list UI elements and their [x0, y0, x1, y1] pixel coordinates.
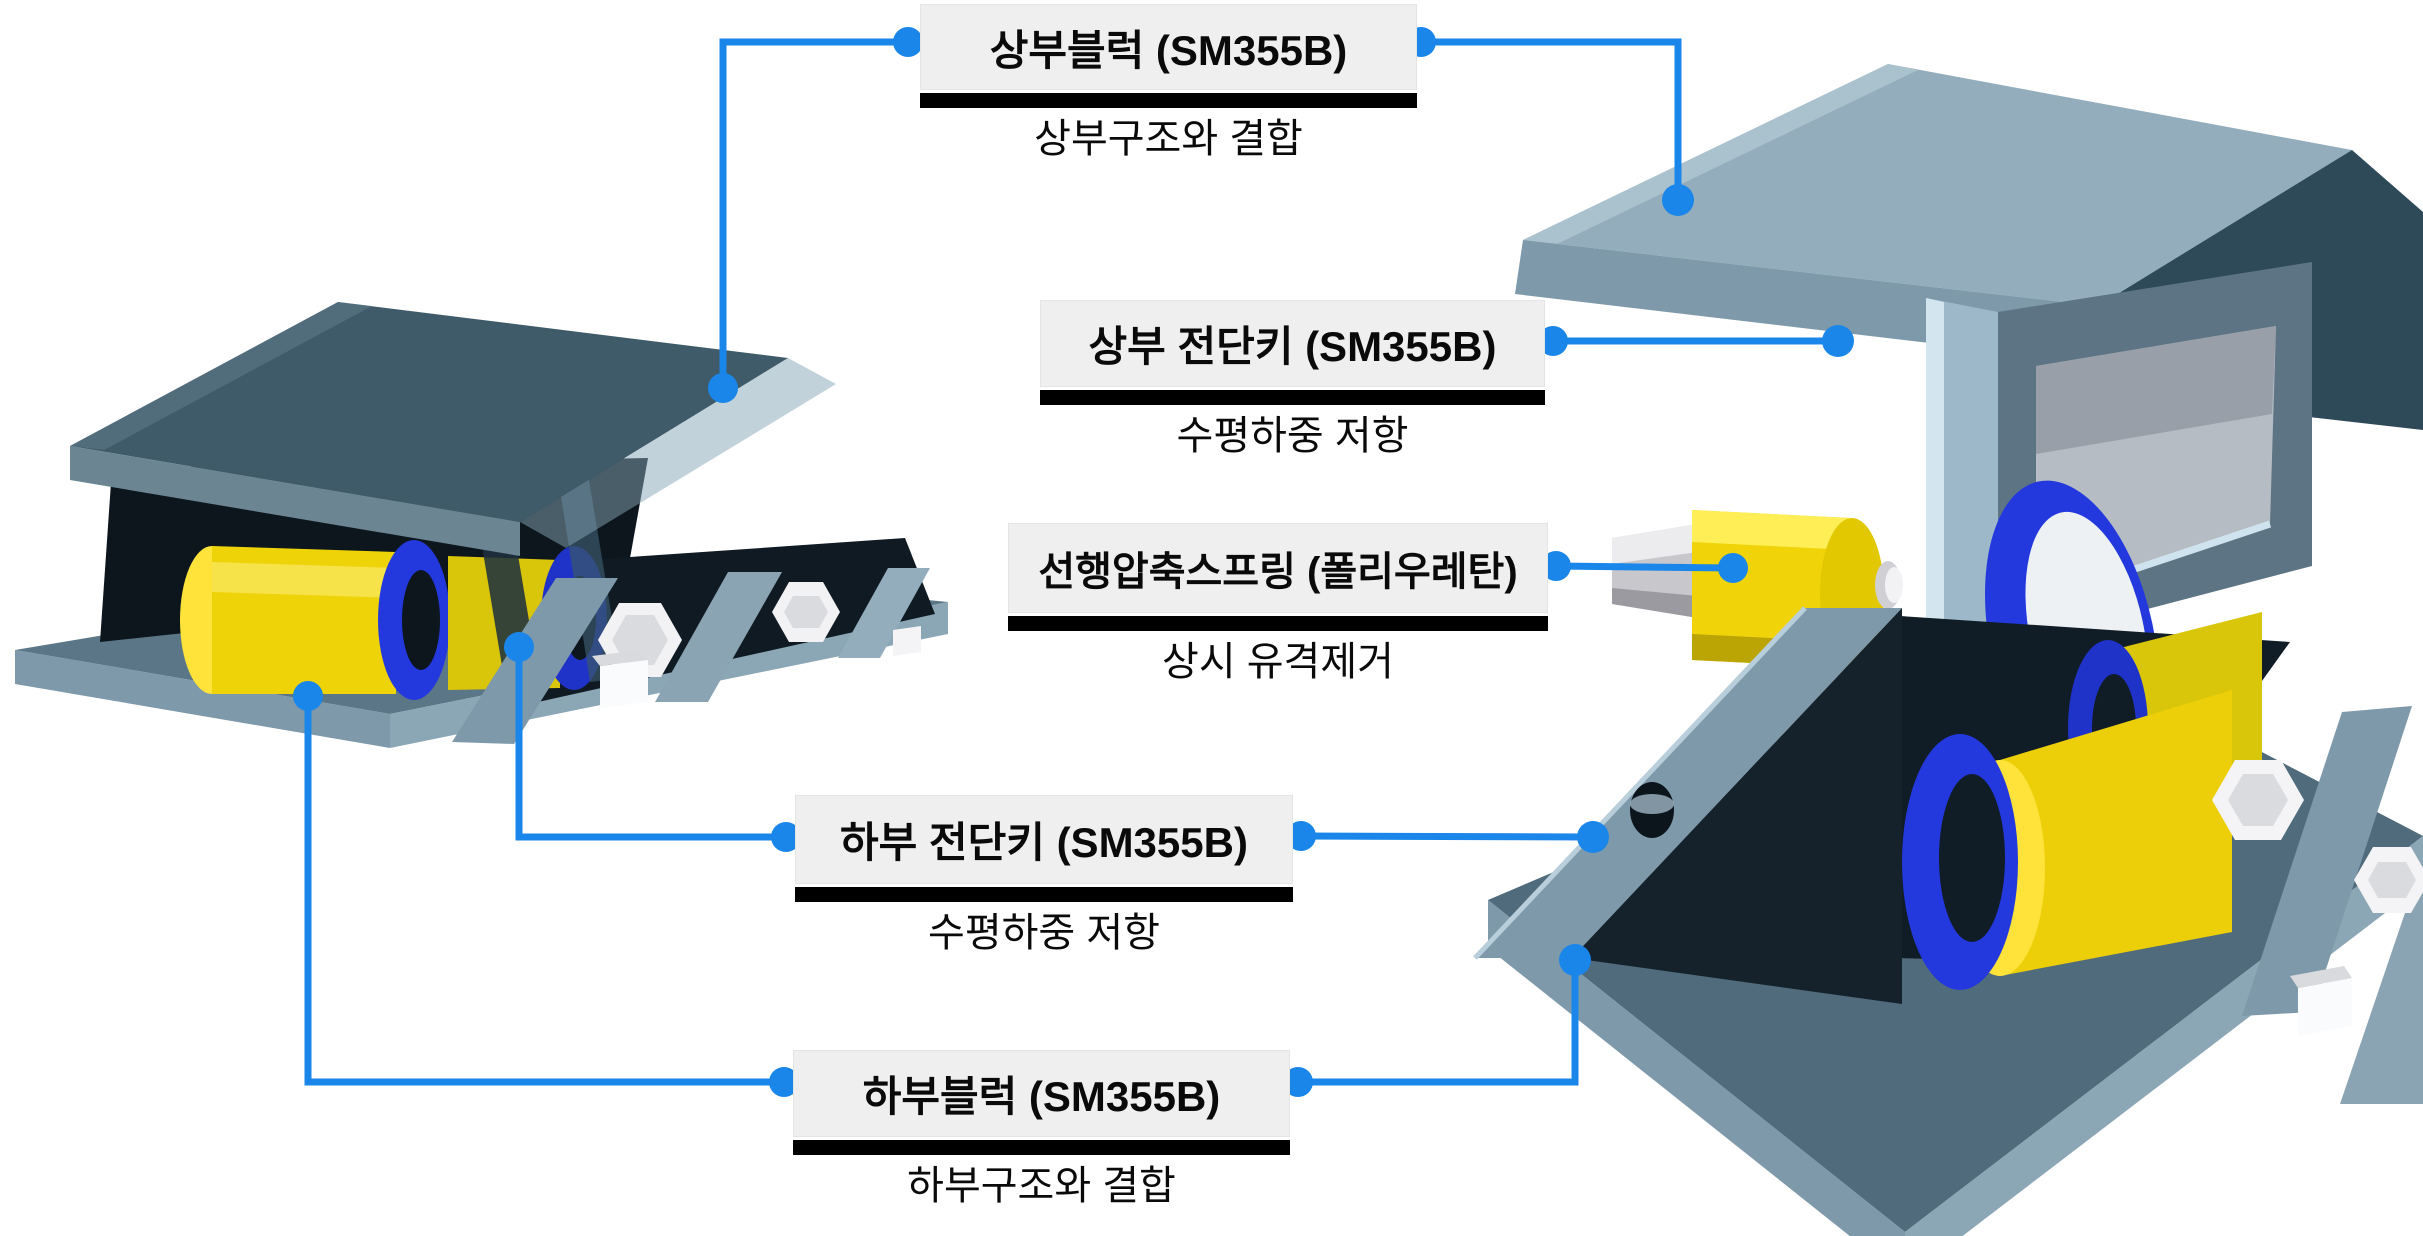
- connector-upper-block-left: [719, 38, 908, 388]
- lower-spring-1: [2000, 690, 2232, 976]
- lower-right-rib-2: [2340, 860, 2423, 1104]
- left-rib-3: [838, 568, 930, 658]
- label-lower-shear-key-title: 하부 전단키 (SM355B): [795, 795, 1293, 884]
- connector-lower-block-left: [304, 696, 784, 1086]
- connector-preload-spring: [1555, 562, 1734, 572]
- lower-right-rib-1: [2242, 706, 2412, 1016]
- label-lower-block-subtitle: 하부구조와 결합: [907, 1164, 1176, 1208]
- connector-upper-block-right: [1421, 38, 1682, 200]
- connector-dots: [293, 27, 1854, 1097]
- lower-block-3d: [1473, 606, 2423, 1236]
- connector-lines: [304, 38, 1838, 1086]
- label-upper-shear-key-subtitle: 수평하중 저항: [1176, 414, 1409, 458]
- lower-left-rib: [1475, 608, 1902, 958]
- left-top-plate-edge: [70, 446, 520, 556]
- label-upper-shear-key: 상부 전단키 (SM355B) 수평하중 저항: [1040, 300, 1545, 459]
- label-lower-block-title: 하부블럭 (SM355B): [793, 1050, 1290, 1137]
- left-base-front-left: [15, 650, 390, 748]
- left-rib-1: [452, 578, 618, 744]
- lower-base-front-left: [1488, 900, 1905, 1236]
- connector-lower-shear-key-right: [1300, 832, 1594, 841]
- left-cube-bolt-2: [893, 626, 921, 656]
- label-preload-spring-title: 선행압축스프링 (폴리우레탄): [1008, 523, 1548, 613]
- lower-cube-bolt: [2298, 978, 2352, 1036]
- upper-flange-top: [1523, 64, 2352, 306]
- label-upper-block-underline: [920, 93, 1417, 108]
- label-upper-block-title: 상부블럭 (SM355B): [920, 4, 1417, 90]
- left-top-plate-glass: [520, 358, 836, 548]
- label-lower-shear-key: 하부 전단키 (SM355B) 수평하중 저항: [795, 795, 1293, 956]
- connector-lower-shear-key-left: [515, 647, 786, 841]
- left-assembly-3d: [15, 302, 948, 748]
- label-lower-shear-key-subtitle: 수평하중 저항: [928, 911, 1160, 955]
- label-upper-block-subtitle: 상부구조와 결합: [1034, 117, 1303, 161]
- label-preload-spring-underline: [1008, 616, 1548, 631]
- left-cube-bolt: [600, 660, 648, 708]
- label-preload-spring: 선행압축스프링 (폴리우레탄) 상시 유격제거: [1008, 523, 1548, 685]
- label-lower-block: 하부블럭 (SM355B) 하부구조와 결합: [793, 1050, 1290, 1209]
- label-lower-shear-key-underline: [795, 887, 1293, 902]
- left-rib-2: [655, 572, 782, 702]
- label-lower-block-underline: [793, 1140, 1290, 1155]
- label-upper-shear-key-title: 상부 전단키 (SM355B): [1040, 300, 1545, 387]
- connector-lower-block-right: [1298, 960, 1579, 1086]
- label-upper-shear-key-underline: [1040, 390, 1545, 405]
- left-spring-body: [212, 546, 396, 694]
- label-upper-block: 상부블럭 (SM355B) 상부구조와 결합: [920, 4, 1417, 162]
- label-preload-spring-subtitle: 상시 유격제거: [1162, 640, 1394, 684]
